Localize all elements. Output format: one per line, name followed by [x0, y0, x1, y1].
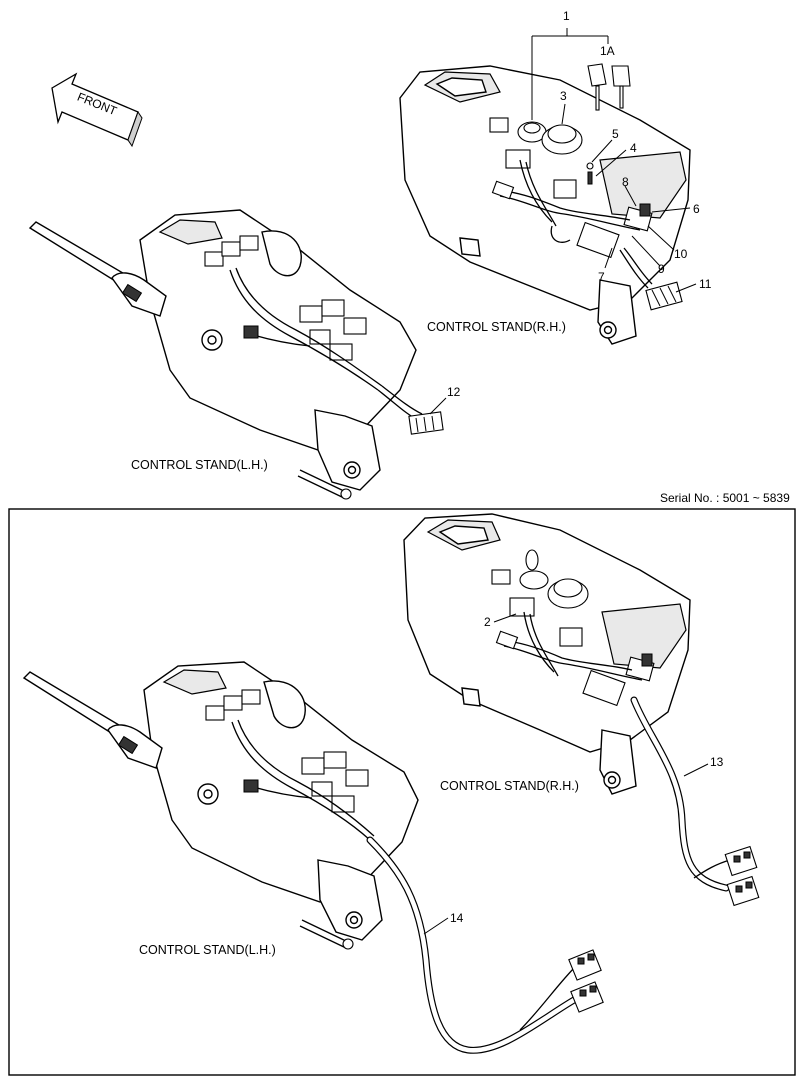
top-caption-lh: CONTROL STAND(L.H.)	[131, 458, 268, 472]
top-rh-control-stand	[399, 63, 691, 345]
callout-1: 1	[563, 9, 570, 23]
callout-10: 10	[674, 247, 688, 261]
serial-number: Serial No. : 5001 ~ 5839	[660, 491, 790, 505]
top-leader-lines	[531, 28, 697, 293]
callout-8: 8	[622, 175, 629, 189]
top-caption-rh: CONTROL STAND(R.H.)	[427, 320, 566, 334]
callout-6: 6	[693, 202, 700, 216]
callout-11: 11	[699, 277, 712, 291]
bottom-lh-control-stand	[22, 661, 604, 1054]
callout-7: 7	[598, 270, 605, 284]
top-lh-control-stand	[28, 209, 447, 500]
callout-1a: 1A	[600, 44, 615, 58]
callout-9: 9	[658, 262, 665, 276]
callout-3: 3	[560, 89, 567, 103]
front-arrow: FRONT	[51, 72, 143, 148]
callout-5: 5	[612, 127, 619, 141]
bottom-leader-lines	[423, 613, 709, 935]
bottom-rh-control-stand	[403, 513, 760, 907]
bottom-frame	[8, 508, 796, 1076]
callout-13: 13	[710, 755, 724, 769]
bottom-caption-rh: CONTROL STAND(R.H.)	[440, 779, 579, 793]
callout-2: 2	[484, 615, 491, 629]
callout-12: 12	[447, 385, 461, 399]
callout-14: 14	[450, 911, 464, 925]
bottom-caption-lh: CONTROL STAND(L.H.)	[139, 943, 276, 957]
callout-4: 4	[630, 141, 637, 155]
